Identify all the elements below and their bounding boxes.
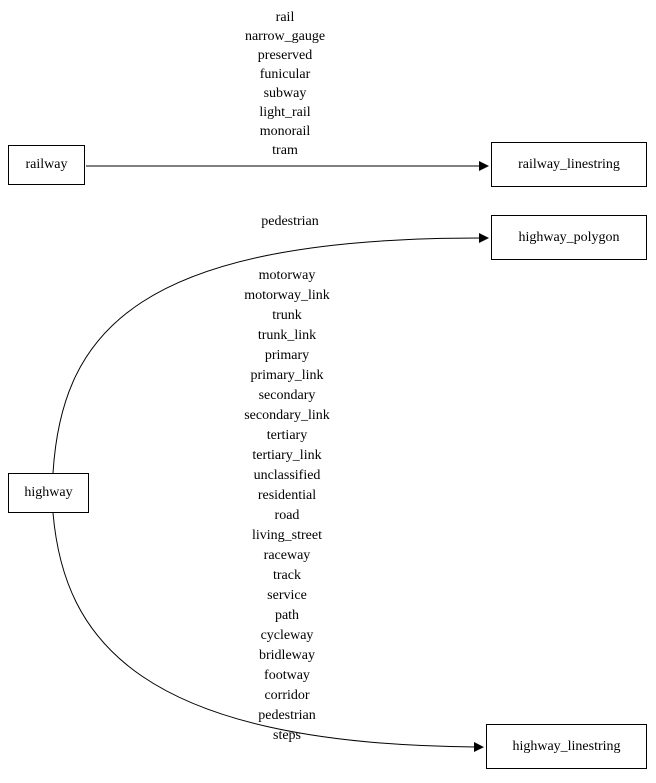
edge-highway-to-highway-linestring xyxy=(52,512,484,752)
node-railway-label: railway xyxy=(25,157,68,172)
node-railway-linestring: railway_linestring xyxy=(491,142,647,187)
node-railway: railway xyxy=(8,145,85,185)
node-highway-polygon-label: highway_polygon xyxy=(518,229,620,245)
node-highway-linestring-label: highway_linestring xyxy=(512,738,621,754)
node-highway-linestring: highway_linestring xyxy=(486,724,647,769)
edge-label-railway-types: rail narrow_gauge preserved funicular su… xyxy=(244,10,326,158)
node-railway-linestring-label: railway_linestring xyxy=(518,156,620,172)
node-highway-label: highway xyxy=(24,485,73,500)
node-highway: highway xyxy=(8,473,89,513)
node-highway-polygon: highway_polygon xyxy=(491,215,647,260)
edge-label-highway-linestring-types: motorway motorway_link trunk trunk_link … xyxy=(244,268,330,743)
edge-label-highway-polygon-types: pedestrian xyxy=(261,214,319,229)
edge-highway-to-highway-polygon xyxy=(52,233,489,474)
